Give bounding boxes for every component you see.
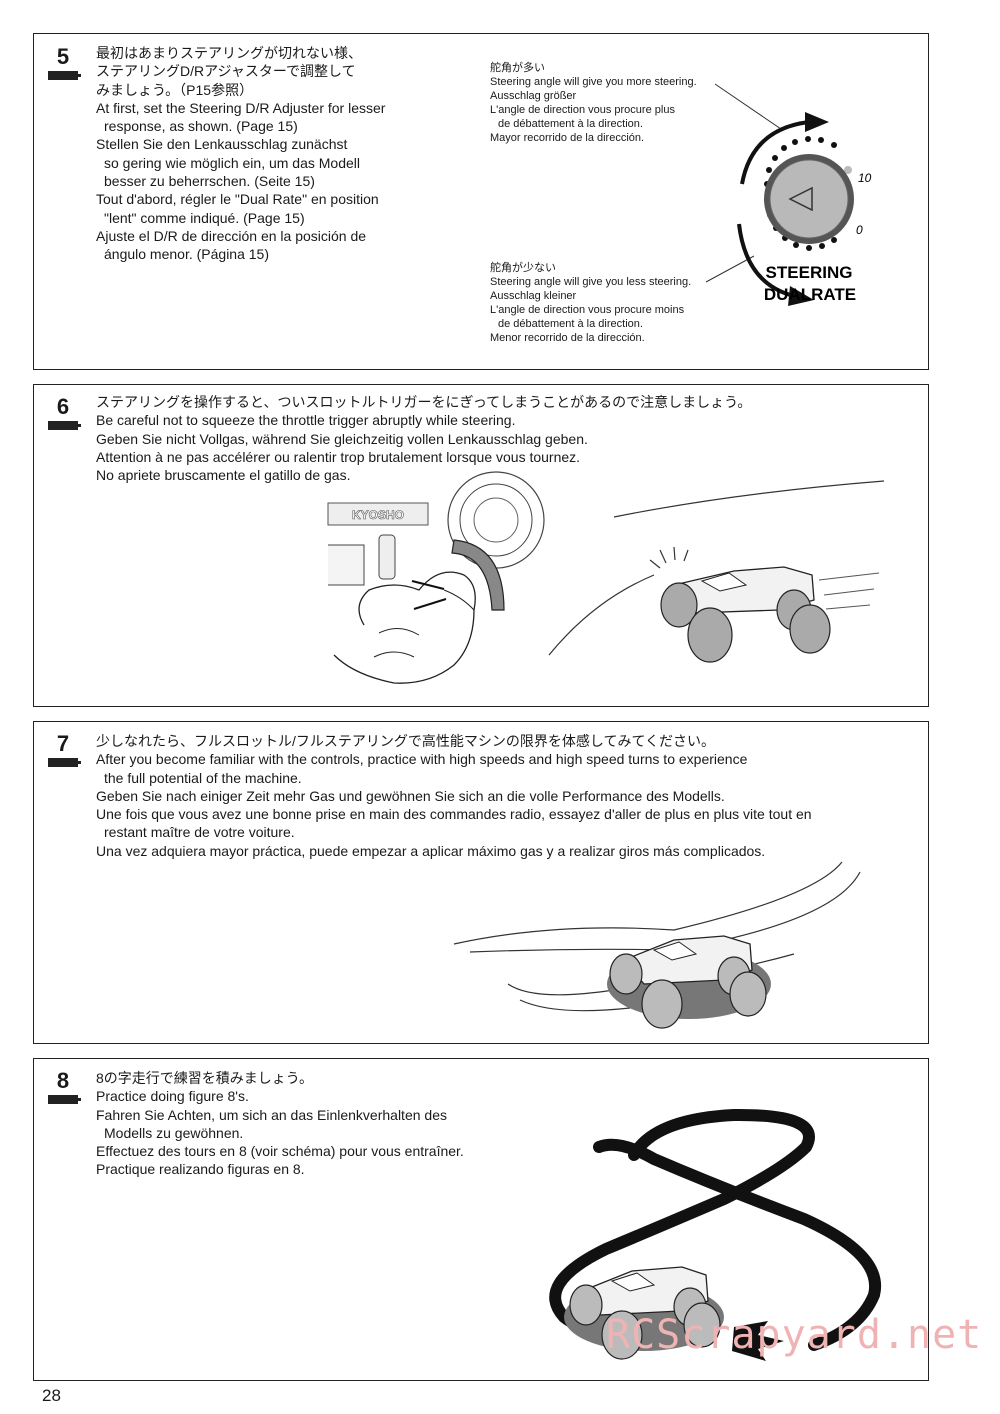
text-line: Practique realizando figuras en 8.	[96, 1161, 305, 1178]
label-line: 舵角が多い	[490, 62, 545, 74]
text-line: Geben Sie nach einiger Zeit mehr Gas und…	[96, 787, 725, 804]
step-6-text: ステアリングを操作すると、ついスロットルトリガーをにぎってしまうことがあるので注…	[96, 393, 751, 484]
text-line: response, as shown. (Page 15)	[104, 118, 298, 135]
text-line: Tout d'abord, régler le "Dual Rate" en p…	[96, 191, 379, 208]
text-line: ステアリングD/Rアジャスターで調整して	[96, 63, 356, 80]
dial-title-line-2: DUALRATE	[764, 285, 856, 304]
high-speed-turn-illustration	[453, 861, 861, 1029]
label-line: de débattement à la direction.	[498, 118, 643, 130]
text-line: Stellen Sie den Lenkausschlag zunächst	[96, 136, 348, 153]
text-line: Effectuez des tours en 8 (voir schéma) p…	[96, 1143, 464, 1160]
text-line: "lent" comme indiqué. (Page 15)	[104, 209, 305, 226]
more-steering-label: 舵角が多い Steering angle will give you more …	[490, 61, 697, 145]
label-line: L'angle de direction vous procure moins	[490, 304, 685, 316]
text-line: so gering wie möglich ein, um das Modell	[104, 154, 361, 171]
step-6-panel: 6 ステアリングを操作すると、ついスロットルトリガーをにぎってしまうことがあるの…	[33, 384, 929, 707]
step-7-text: 少しなれたら、フルスロットル/フルステアリングで高性能マシンの限界を体感してみて…	[96, 732, 812, 860]
text-line: Una vez adquiera mayor práctica, puede e…	[96, 842, 766, 859]
step-number: 7	[56, 731, 70, 756]
text-line: the full potential of the machine.	[104, 769, 302, 786]
step-8-text: 8の字走行で練習を積みましょう。 Practice doing figure 8…	[96, 1069, 464, 1179]
label-line: Menor recorrido de la dirección.	[490, 332, 645, 344]
text-line: 少しなれたら、フルスロットル/フルステアリングで高性能マシンの限界を体感してみて…	[96, 733, 716, 749]
text-line: Be careful not to squeeze the throttle t…	[96, 412, 516, 429]
transmitter-trigger-illustration: KYOSHO	[327, 471, 885, 684]
text-line: besser zu beherrschen. (Seite 15)	[104, 173, 315, 190]
step-5-text: 最初はあまりステアリングが切れない様、 ステアリングD/Rアジャスターで調整して…	[96, 44, 385, 264]
step-marker-icon	[48, 71, 81, 80]
monster-truck-icon	[569, 1266, 721, 1360]
label-line: L'angle de direction vous procure plus	[490, 104, 675, 116]
dual-rate-dial-illustration: 10 0 STEERING DUALRATE	[705, 83, 872, 306]
text-line: No apriete bruscamente el gatillo de gas…	[96, 467, 351, 484]
label-line: Steering angle will give you more steeri…	[490, 76, 697, 88]
step-number: 5	[56, 44, 70, 69]
step-7-panel: 7 少しなれたら、フルスロットル/フルステアリングで高性能マシンの限界を体感して…	[33, 721, 929, 1044]
watermark: RCScrapyard.net	[606, 1312, 983, 1358]
text-line: Ajuste el D/R de dirección en la posició…	[96, 227, 367, 244]
step-number: 6	[56, 394, 70, 419]
text-line: ángulo menor. (Página 15)	[104, 246, 269, 263]
text-line: みましょう。（P15参照）	[96, 81, 254, 98]
text-line: Une fois que vous avez une bonne prise e…	[96, 806, 812, 823]
dial-max-label: 10	[858, 171, 872, 185]
step-marker-icon	[48, 1095, 81, 1104]
text-line: At first, set the Steering D/R Adjuster …	[96, 99, 386, 116]
label-line: Ausschlag größer	[490, 90, 577, 102]
monster-truck-icon	[609, 935, 767, 1029]
label-line: de débattement à la direction.	[498, 318, 643, 330]
label-line: Steering angle will give you less steeri…	[490, 276, 692, 288]
dial-title-line-1: STEERING	[766, 263, 853, 282]
text-line: ステアリングを操作すると、ついスロットルトリガーをにぎってしまうことがあるので注…	[96, 394, 752, 410]
dial-min-label: 0	[856, 223, 863, 237]
label-line: Mayor recorrido de la dirección.	[490, 132, 645, 144]
text-line: Geben Sie nicht Vollgas, während Sie gle…	[96, 430, 588, 447]
text-line: restant maître de votre voiture.	[104, 824, 295, 841]
step-5-panel: 5 最初はあまりステアリングが切れない様、 ステアリングD/Rアジャスターで調整…	[33, 33, 929, 370]
step-8-panel: 8 8の字走行で練習を積みましょう。 Practice doing figure…	[33, 1058, 929, 1381]
text-line: 最初はあまりステアリングが切れない様、	[96, 45, 362, 61]
text-line: Practice doing figure 8's.	[96, 1088, 249, 1105]
text-line: Attention à ne pas accélérer ou ralentir…	[96, 448, 581, 465]
text-line: Modells zu gewöhnen.	[104, 1124, 244, 1141]
step-marker-icon	[48, 758, 81, 767]
text-line: After you become familiar with the contr…	[96, 751, 748, 768]
less-steering-label: 舵角が少ない Steering angle will give you less…	[490, 261, 691, 345]
step-number: 8	[56, 1068, 70, 1093]
monster-truck-icon	[660, 566, 831, 663]
brand-logo: KYOSHO	[352, 508, 404, 522]
page-number: 28	[42, 1386, 61, 1405]
text-line: 8の字走行で練習を積みましょう。	[96, 1070, 313, 1086]
label-line: Ausschlag kleiner	[490, 290, 577, 302]
step-marker-icon	[48, 421, 81, 430]
figure-eight-illustration	[549, 1108, 882, 1361]
label-line: 舵角が少ない	[490, 262, 556, 274]
text-line: Fahren Sie Achten, um sich an das Einlen…	[96, 1106, 447, 1123]
